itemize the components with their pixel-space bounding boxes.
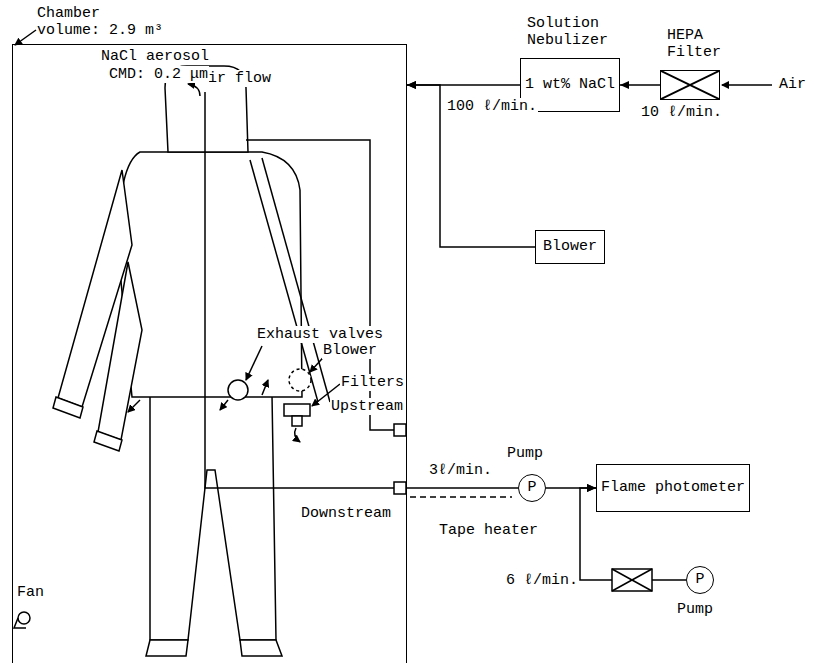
node-text: 1 wt% NaCl [521, 74, 619, 95]
chamber-pointer [15, 30, 36, 45]
node-text: P [523, 477, 540, 498]
photometer-box: Flame photometer [596, 464, 750, 512]
leak-arrows [128, 400, 140, 412]
filter-cross [661, 71, 719, 99]
flow-connector [620, 81, 660, 89]
annotation-label: 10 ℓ/min. [640, 104, 723, 121]
sampling-tubes [205, 92, 406, 494]
annotation-label: Upstream [330, 398, 404, 415]
fan-symbol [14, 612, 30, 628]
annotation-label: NaCl aerosol [100, 48, 210, 65]
node-heading: Solution Nebulizer [527, 15, 617, 50]
blower-box: Blower [535, 230, 605, 264]
annotation-label: 6 ℓ/min. [505, 572, 579, 589]
pump-circle: PumpP [518, 474, 546, 502]
annotation-label: Downstream [300, 505, 392, 522]
annotation-label: CMD: 0.2 μm [108, 66, 209, 83]
annotation-label: Tape heater [438, 522, 539, 539]
node-heading: Pump [677, 601, 713, 618]
annotation-label: 3ℓ/min. [428, 462, 493, 479]
annotation-label: Exhaust valves [256, 326, 384, 343]
flow-connector [546, 484, 596, 492]
air-inlet [722, 84, 772, 86]
node-text: Blower [539, 236, 601, 257]
annotation-label: Fan [16, 584, 45, 601]
node-text: P [691, 569, 708, 590]
hepa-filter-box: HEPA Filter [660, 70, 720, 100]
flow-rate-label: 100 ℓ/min. [446, 98, 538, 115]
sample-line [406, 488, 518, 497]
node-heading: HEPA Filter [667, 27, 730, 62]
node-heading: Chamber volume: 2.9 m³ [37, 5, 168, 40]
node-text: Flame photometer [597, 477, 749, 498]
pump-circle: PPump [686, 566, 714, 594]
annotation-label: Air [778, 76, 807, 93]
annotation-label: Blower [322, 342, 378, 359]
exhaust-valve [220, 346, 268, 410]
protective-suit [53, 66, 330, 656]
node-heading: Pump [507, 445, 543, 462]
annotation-label: Air flow [198, 70, 272, 87]
annotation-label: Filters [340, 374, 405, 391]
